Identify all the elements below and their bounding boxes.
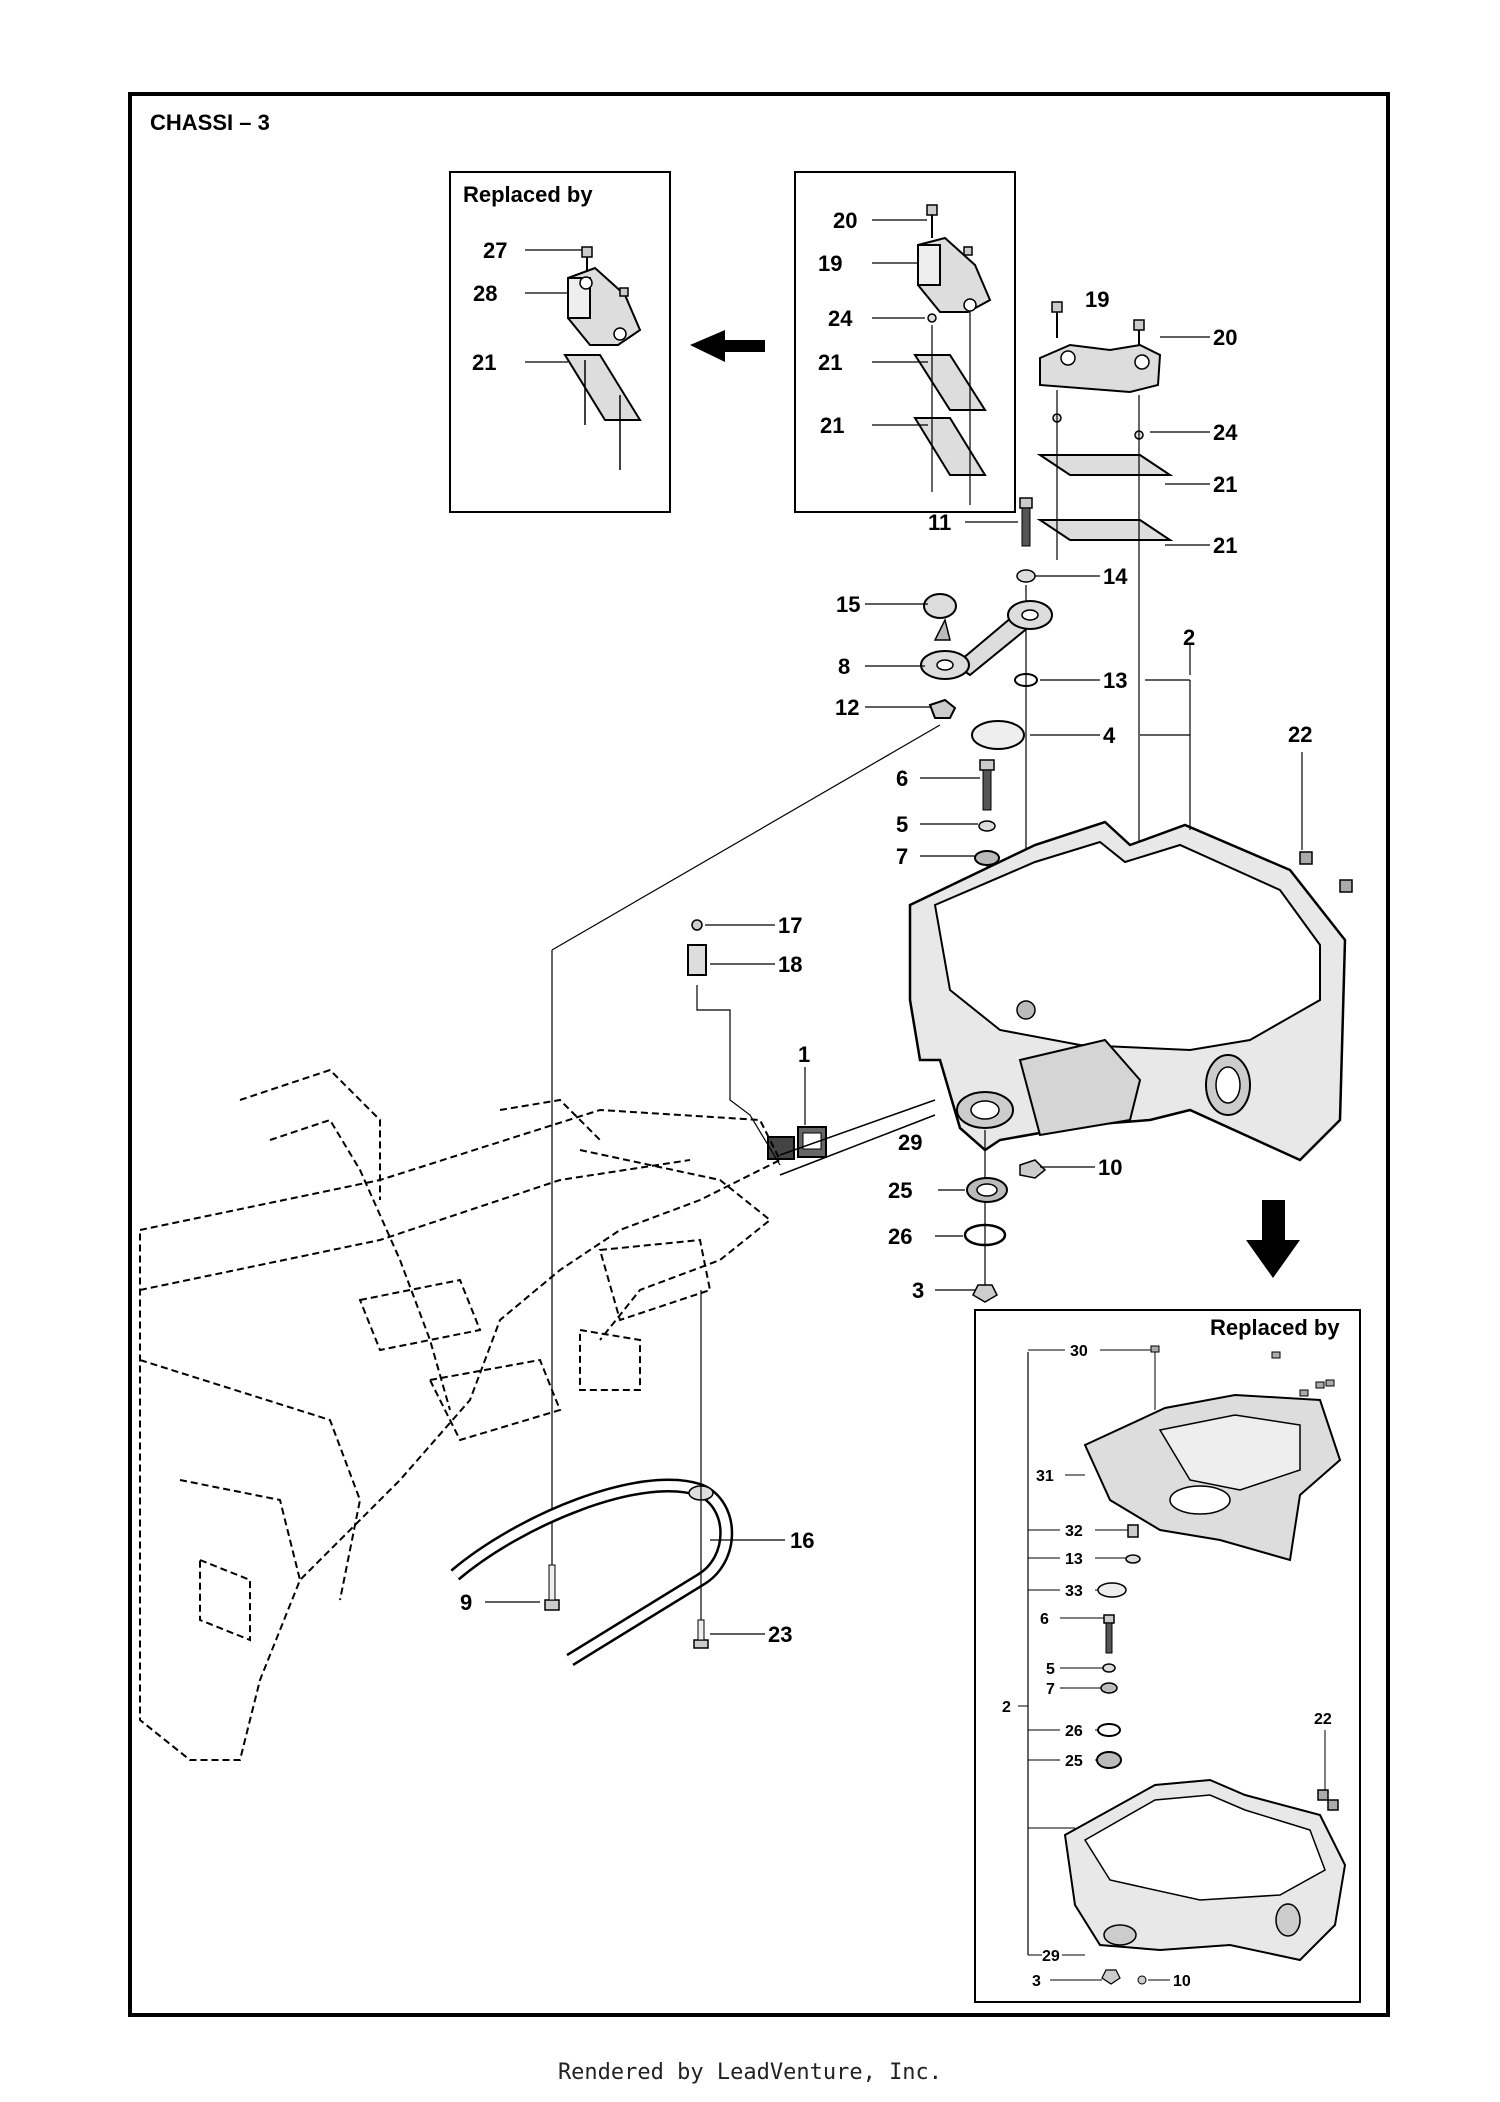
lower-bushings [963,1177,1008,1303]
inset-callout-30: 30 [1070,1343,1088,1360]
diagram-title: CHASSI – 3 [150,110,270,135]
callout-14: 14 [1103,564,1128,589]
inset-callout-31: 31 [1036,1468,1054,1485]
inset-callout-10: 10 [1173,1973,1191,1990]
callout-26: 26 [888,1224,912,1249]
callout-15: 15 [836,592,860,617]
inset-callout-26: 26 [1065,1723,1083,1740]
callout-21: 21 [1213,533,1237,558]
inset-callout-32: 32 [1065,1523,1083,1540]
callout-18: 18 [778,952,802,977]
callout-16: 16 [790,1528,814,1553]
callout-labels-inset: 30 31 32 13 33 6 5 7 2 26 22 25 29 3 10 [1002,1343,1332,1990]
inset-callout-2: 2 [1002,1699,1011,1716]
callout-4: 4 [1103,723,1116,748]
inset-leader-lines [1018,1349,1326,1981]
callout-11: 11 [928,510,951,535]
replaced-by-box-top: Replaced by [449,171,671,513]
callout-17: 17 [778,913,802,938]
inset-callout-25: 25 [1065,1753,1083,1770]
pivot-hardware [971,720,1025,1040]
inset-callout-7: 7 [1046,1681,1055,1698]
callout-19: 19 [818,251,842,276]
seat-frame [908,820,1353,1290]
inset-callout-22: 22 [1314,1711,1332,1728]
callout-24: 24 [828,306,853,331]
inset-callout-33: 33 [1065,1583,1083,1600]
diagram-frame [128,92,1390,2017]
seat-rail [450,1290,734,1666]
callout-22: 22 [1288,722,1312,747]
callout-28: 28 [473,281,497,306]
callout-10: 10 [1098,1155,1122,1180]
callout-labels-main: 20 19 24 21 21 27 28 21 19 20 24 21 21 1… [460,208,1312,1647]
callout-20: 20 [1213,325,1237,350]
callout-5: 5 [896,812,908,837]
callout-19: 19 [1085,287,1109,312]
callout-21: 21 [472,350,496,375]
callout-9: 9 [460,1590,472,1615]
replaced-by-label-top: Replaced by [463,182,593,207]
callout-13: 13 [1103,668,1127,693]
inset-callout-13: 13 [1065,1551,1083,1568]
callout-27: 27 [483,238,507,263]
replaced-by-box-bottom: Replaced by [974,1309,1361,2003]
clamp-stack [1014,301,1174,1120]
callout-20: 20 [833,208,857,233]
inset-callout-3: 3 [1032,1973,1041,1990]
callout-24: 24 [1213,420,1238,445]
callout-23: 23 [768,1622,792,1647]
inset-callout-6: 6 [1040,1611,1049,1628]
arrow-left-icon [690,330,765,362]
callout-25: 25 [888,1178,912,1203]
callout-21: 21 [820,413,844,438]
callout-21: 21 [818,350,842,375]
arrow-down-icon [1246,1200,1300,1278]
callout-1: 1 [798,1042,810,1067]
callout-29: 29 [898,1130,922,1155]
callout-6: 6 [896,766,908,791]
leader-lines [485,219,1303,1635]
callout-7: 7 [896,844,908,869]
inset-callout-5: 5 [1046,1661,1055,1678]
callout-2: 2 [1183,625,1195,650]
seat-switch [687,919,936,1176]
inset-callout-29: 29 [1042,1948,1060,1965]
callout-3: 3 [912,1278,924,1303]
replaced-by-label-bottom: Replaced by [1210,1315,1340,1340]
callout-8: 8 [838,654,850,679]
machine-frame-dashed [139,1068,782,1761]
footer-credit: Rendered by LeadVenture, Inc. [557,2060,943,2085]
original-parts-box-top [794,171,1016,513]
callout-21: 21 [1213,472,1237,497]
callout-12: 12 [835,695,859,720]
